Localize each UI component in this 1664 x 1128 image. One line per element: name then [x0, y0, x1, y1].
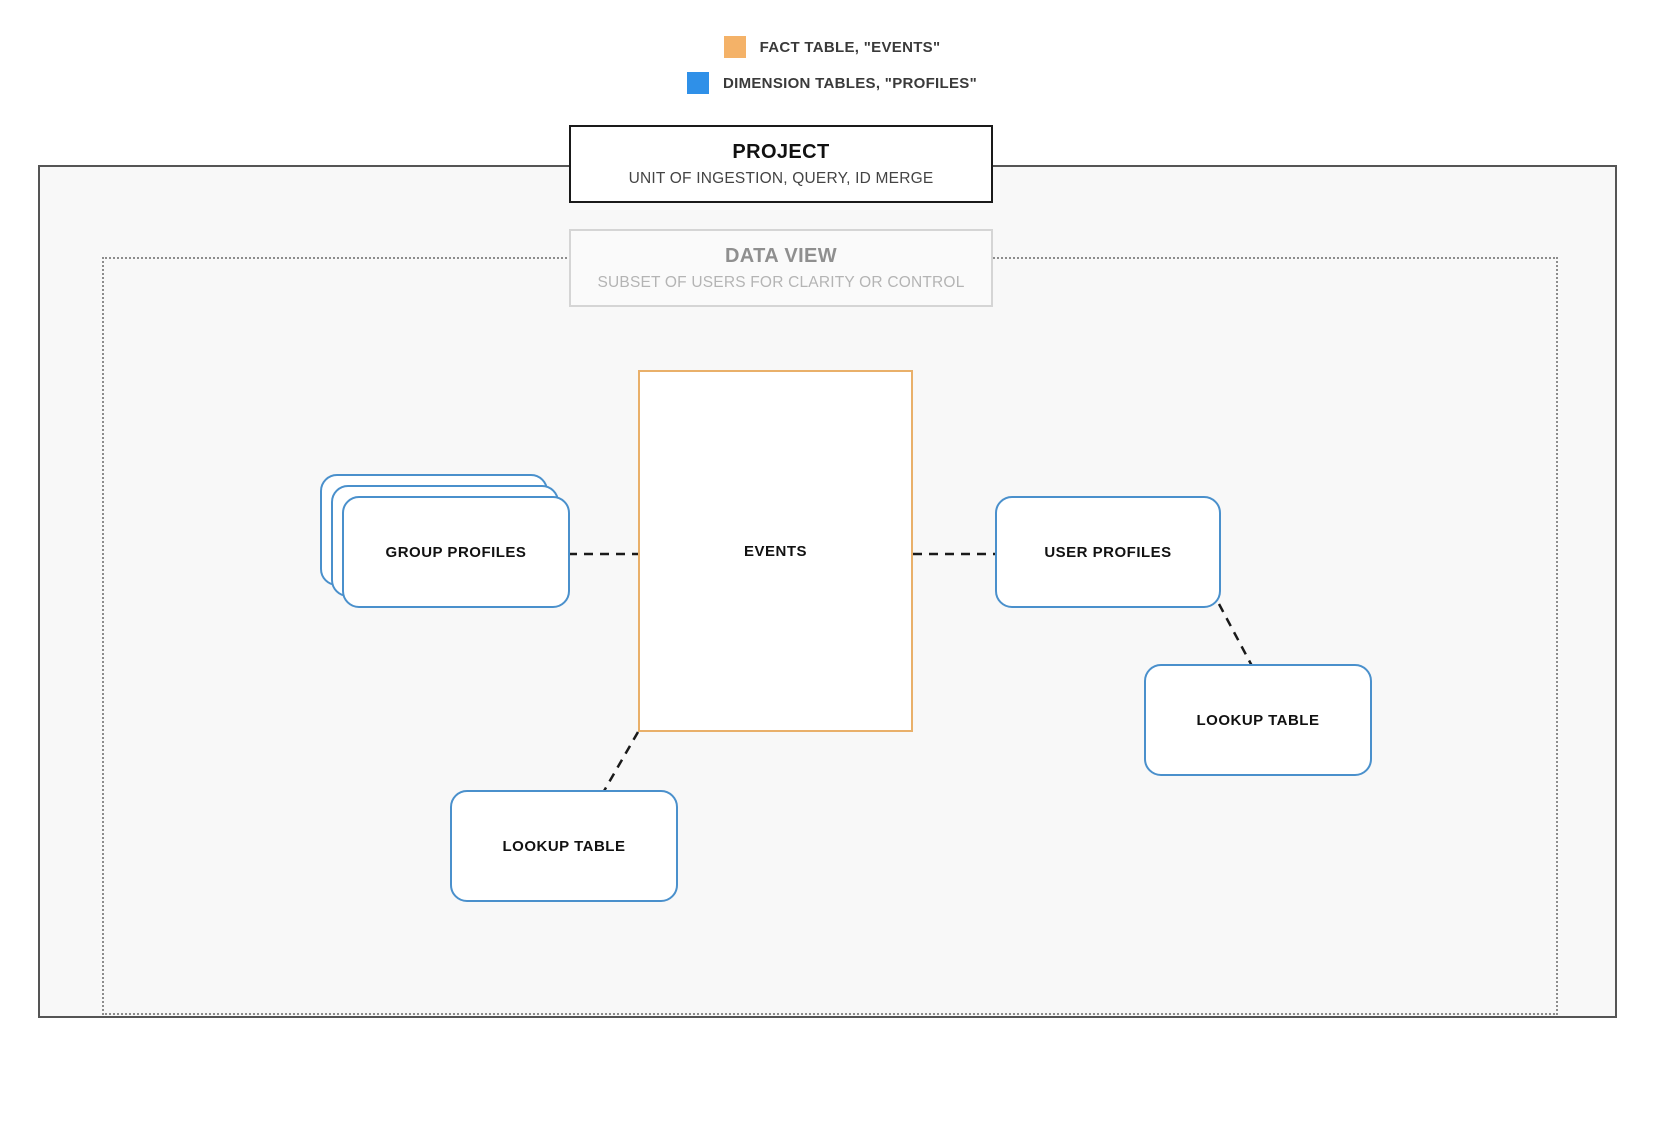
node-lookup-table-right[interactable]: LOOKUP TABLE — [1144, 664, 1372, 776]
project-title: PROJECT — [732, 140, 830, 163]
node-label-events: EVENTS — [743, 542, 807, 560]
data-view-subtitle: SUBSET OF USERS FOR CLARITY OR CONTROL — [597, 273, 965, 291]
legend-label-fact-table: FACT TABLE, "EVENTS" — [759, 38, 941, 56]
node-user-profiles[interactable]: USER PROFILES — [995, 496, 1221, 608]
data-view-label-card: DATA VIEW SUBSET OF USERS FOR CLARITY OR… — [569, 229, 993, 307]
node-label-lookup-table-left: LOOKUP TABLE — [502, 837, 626, 855]
node-group-profiles[interactable]: GROUP PROFILES — [320, 474, 570, 608]
node-label-lookup-table-right: LOOKUP TABLE — [1196, 711, 1320, 729]
node-label-user-profiles: USER PROFILES — [1044, 543, 1172, 561]
data-view-title: DATA VIEW — [724, 244, 838, 267]
project-label-card: PROJECT UNIT OF INGESTION, QUERY, ID MER… — [569, 125, 993, 203]
square-swatch-icon — [686, 72, 709, 94]
node-events[interactable]: EVENTS — [638, 370, 913, 732]
group-profiles-stack-sheet-front[interactable]: GROUP PROFILES — [342, 496, 570, 608]
legend-item-dimension-tables: DIMENSION TABLES, "PROFILES" — [0, 66, 1664, 100]
square-swatch-icon — [723, 36, 746, 58]
node-lookup-table-left[interactable]: LOOKUP TABLE — [450, 790, 678, 902]
node-label-group-profiles: GROUP PROFILES — [385, 543, 527, 561]
project-subtitle: UNIT OF INGESTION, QUERY, ID MERGE — [628, 169, 934, 187]
legend-item-fact-table: FACT TABLE, "EVENTS" — [0, 30, 1664, 64]
legend-label-dimension-tables: DIMENSION TABLES, "PROFILES" — [722, 74, 978, 92]
